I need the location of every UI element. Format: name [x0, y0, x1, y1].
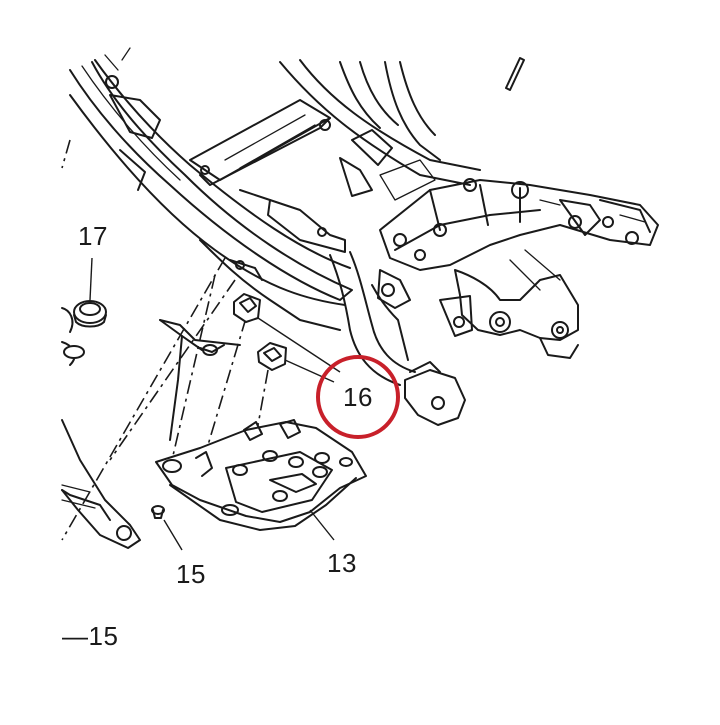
pencil-icon [505, 57, 525, 91]
callout-17[interactable]: 17 [78, 221, 108, 251]
callout-15-lower-number: 15 [88, 621, 119, 651]
grommet-icon [63, 257, 107, 359]
frame-assembly-icon [61, 47, 659, 549]
assembly-lines [61, 139, 269, 541]
callout-15-lower[interactable]: —15 [62, 621, 118, 652]
rubber-pad-icon [233, 293, 341, 383]
skid-plate-icon [155, 319, 367, 541]
dash-prefix: — [62, 621, 89, 651]
callout-15[interactable]: 15 [176, 559, 206, 589]
bolt-icon [151, 505, 183, 551]
callout-16[interactable]: 16 [343, 382, 373, 412]
highlight-circle [316, 355, 400, 439]
callout-13[interactable]: 13 [327, 548, 357, 578]
